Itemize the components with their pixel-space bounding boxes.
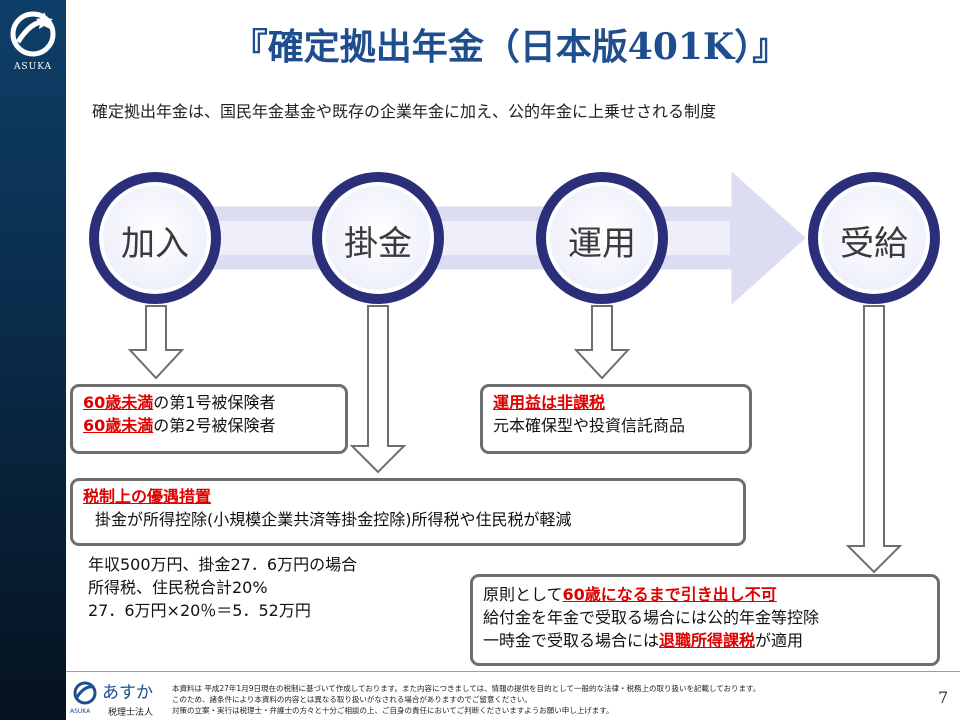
enroll-line-1: 60歳未満の第1号被保険者	[83, 391, 335, 414]
page-number: 7	[938, 688, 949, 707]
page-title: 『確定拠出年金（日本版401K）』	[231, 26, 789, 68]
receive-lump-pre: 一時金で受取る場合には	[483, 631, 660, 650]
example-note: 年収500万円、掛金27．6万円の場合 所得税、住民税合計20% 27．6万円×…	[88, 553, 357, 622]
tax-benefit-box: 税制上の優遇措置 掛金が所得控除(小規模企業共済等掛金控除)所得税や住民税が軽減	[70, 478, 746, 546]
down-arrow-contribution	[349, 305, 407, 474]
example-line-3: 27．6万円×20％＝5．52万円	[88, 601, 311, 620]
step-label-contribution: 掛金	[344, 224, 412, 264]
footer-divider	[66, 671, 960, 672]
page-subtitle: 確定拠出年金は、国民年金基金や既存の企業年金に加え、公的年金に上乗せされる制度	[92, 102, 717, 121]
step-label-enroll: 加入	[121, 224, 189, 264]
logo-text: ASUKA	[13, 62, 53, 72]
footer-logo-caption: 税理士法人	[108, 708, 154, 718]
enroll-line-2: 60歳未満の第2号被保険者	[83, 414, 335, 437]
step-circle-contribution	[312, 172, 444, 304]
receive-box: 原則として60歳になるまで引き出し不可 給付金を年金で受取る場合には公的年金等控…	[470, 574, 940, 666]
tax-benefit-heading: 税制上の優遇措置	[83, 487, 212, 506]
disclaimer-line-1: 本資料は 平成27年1月9日現在の税制に基づいて作成しております。また内容につき…	[172, 684, 761, 693]
example-line-2: 所得税、住民税合計20%	[88, 578, 268, 597]
step-circle-enroll	[89, 172, 221, 304]
enroll-age-2: 60歳未満	[83, 416, 154, 435]
receive-restriction: 60歳になるまで引き出し不可	[562, 585, 777, 604]
asuka-logo-icon	[10, 11, 56, 57]
disclaimer-line-3: 対策の立案・実行は税理士・弁護士の方々と十分ご相談の上、ご自身の責任においてご判…	[172, 706, 614, 715]
footer-logo: あすか ASUKA 税理士法人	[70, 678, 160, 718]
footer-logo-sub: ASUKA	[70, 708, 91, 715]
tax-benefit-detail: 掛金が所得控除(小規模企業共済等掛金控除)所得税や住民税が軽減	[95, 510, 572, 529]
receive-retirement-tax: 退職所得課税	[659, 631, 756, 650]
step-circle-receive	[808, 172, 940, 304]
down-arrow-investment	[573, 305, 631, 380]
footer-logo-icon	[73, 681, 97, 705]
receive-pre: 原則として	[483, 585, 563, 604]
footer-disclaimer: 本資料は 平成27年1月9日現在の税制に基づいて作成しております。また内容につき…	[172, 683, 760, 716]
example-line-1: 年収500万円、掛金27．6万円の場合	[88, 555, 358, 574]
enroll-age-1: 60歳未満	[83, 393, 154, 412]
receive-lump-post: が適用	[755, 631, 804, 650]
down-arrow-enroll	[127, 305, 185, 380]
investment-box: 運用益は非課税 元本確保型や投資信託商品	[480, 384, 752, 454]
investment-products: 元本確保型や投資信託商品	[493, 416, 686, 435]
enroll-box: 60歳未満の第1号被保険者 60歳未満の第2号被保険者	[70, 384, 348, 454]
step-circle-investment	[536, 172, 668, 304]
disclaimer-line-2: このため、諸条件により本資料の内容とは異なる取り扱いがなされる場合がありますので…	[172, 695, 532, 704]
sidebar: ASUKA	[0, 0, 66, 720]
footer-logo-main: あすか	[102, 683, 153, 703]
enroll-type-1: の第1号被保険者	[153, 393, 276, 412]
investment-tax-free: 運用益は非課税	[493, 393, 606, 412]
enroll-type-2: の第2号被保険者	[153, 416, 276, 435]
step-label-investment: 運用	[568, 224, 636, 264]
down-arrow-receive	[845, 305, 903, 574]
receive-pension-deduction: 給付金を年金で受取る場合には公的年金等控除	[483, 608, 820, 627]
step-label-receive: 受給	[840, 224, 908, 264]
